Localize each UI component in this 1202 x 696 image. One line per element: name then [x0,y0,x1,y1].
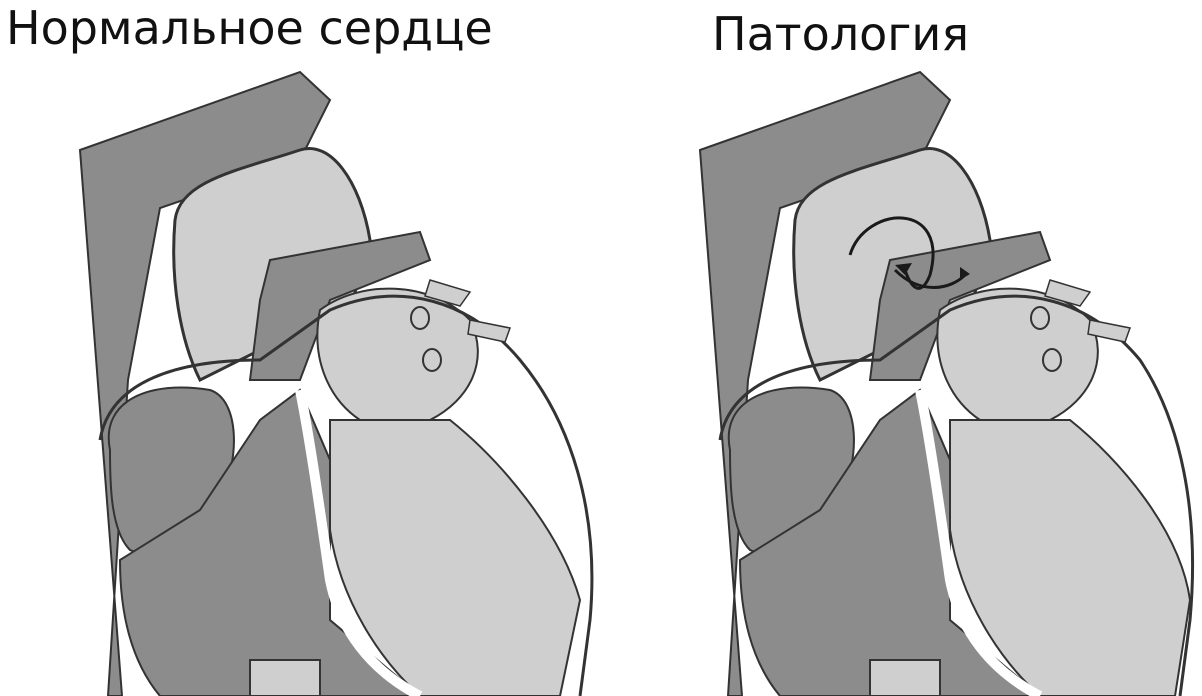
normal-heart-illustration [78,70,594,696]
pulmonary-vein-upper [1044,279,1092,307]
left-atrium [936,287,1099,421]
pulmonary-artery [248,230,432,381]
left-atrium [316,287,479,421]
pulmonary-vein-upper [424,279,472,307]
normal-heart-panel [0,60,600,696]
inferior-vena-cava [249,659,321,696]
pulmonary-vein-lower [1087,319,1131,343]
vena-cava [78,70,332,696]
right-ventricle [118,388,422,696]
heart-outer-wall [718,294,1195,696]
normal-heart-title: Нормальное сердце [6,1,493,55]
valve-lower [1042,348,1062,372]
pathology-panel [620,60,1202,696]
pulmonary-vein-lower [467,319,511,343]
pathology-title: Патология [712,7,969,61]
left-ventricle [949,419,1192,696]
pathology-illustration [698,70,1195,696]
valve-upper [410,306,430,330]
right-ventricle [738,388,1042,696]
interventricular-septum [915,389,1043,696]
heart-outer-wall [98,294,594,696]
left-ventricle [329,419,582,696]
valve-lower [422,348,442,372]
vena-cava [698,70,952,696]
inferior-vena-cava [869,659,941,696]
pulmonary-artery [868,230,1052,381]
curved-flow-arrow-icon [848,216,970,290]
valve-upper [1030,306,1050,330]
interventricular-septum [295,389,423,696]
